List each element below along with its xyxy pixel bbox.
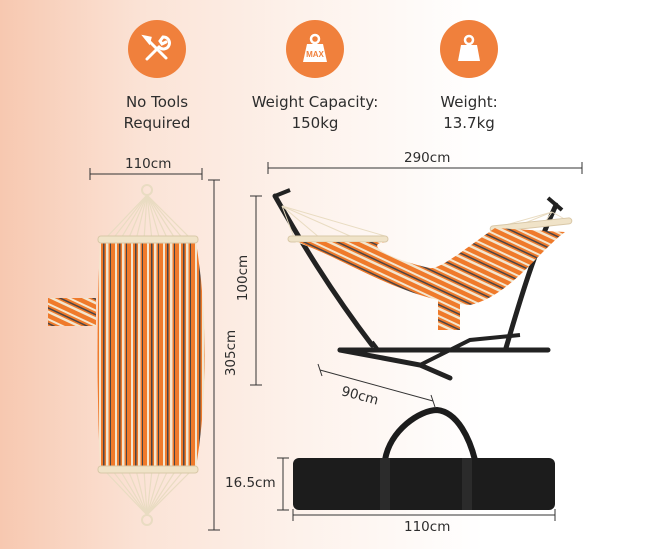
feature-label: Weight Capacity: 150kg bbox=[251, 93, 379, 132]
feature-weight: Weight: 13.7kg bbox=[394, 20, 544, 134]
bag-height-label: 16.5cm bbox=[225, 475, 276, 491]
weight-icon bbox=[440, 20, 498, 78]
tools-icon bbox=[128, 20, 186, 78]
feature-no-tools: No Tools Required bbox=[82, 20, 232, 134]
hammock-top-view bbox=[48, 184, 205, 526]
feature-weight-capacity: MAX Weight Capacity: 150kg bbox=[240, 20, 390, 134]
bag-length-label: 110cm bbox=[404, 519, 451, 535]
stand-length-label: 290cm bbox=[404, 150, 451, 166]
stand-height-label: 100cm bbox=[235, 254, 252, 302]
bag-dimension-lines bbox=[277, 457, 556, 521]
hammock-length-label: 305cm bbox=[223, 329, 240, 377]
feature-label: No Tools Required bbox=[123, 93, 191, 132]
hammock-stand-view bbox=[272, 188, 573, 381]
svg-text:MAX: MAX bbox=[306, 50, 324, 59]
hammock-width-label: 110cm bbox=[125, 156, 172, 172]
feature-label: Weight: 13.7kg bbox=[440, 93, 498, 132]
stand-dimension-lines bbox=[250, 162, 583, 408]
hammock-dimension-lines bbox=[89, 168, 220, 531]
max-weight-icon: MAX bbox=[286, 20, 344, 78]
carry-bag bbox=[293, 406, 555, 510]
